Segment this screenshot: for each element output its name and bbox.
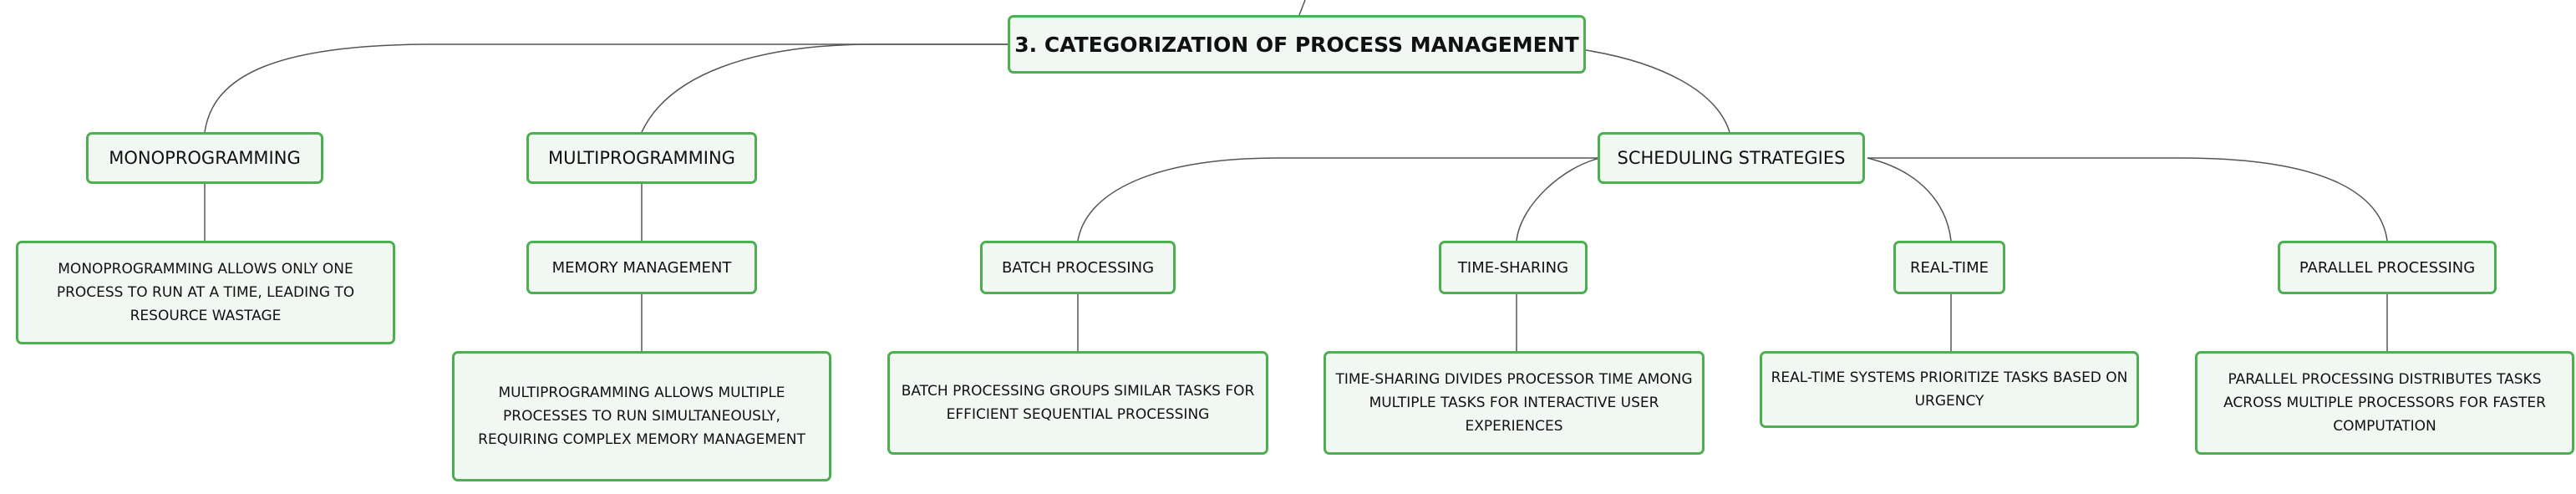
node-multiprogramming[interactable]: MULTIPROGRAMMING [526, 132, 757, 184]
connector-sched-parallel [1867, 157, 2388, 242]
connector-sched-timesharing [1516, 157, 1601, 242]
node-parallel-processing[interactable]: PARALLEL PROCESSING [2278, 241, 2497, 294]
root-node[interactable]: 3. CATEGORIZATION OF PROCESS MANAGEMENT [1008, 15, 1586, 74]
incoming-connector [1298, 0, 1306, 16]
connector-root-scheduling [1585, 49, 1730, 133]
node-monoprogramming-description[interactable]: MONOPROGRAMMING ALLOWS ONLY ONE PROCESS … [16, 241, 395, 344]
connector-root-monoprogramming [204, 43, 1009, 133]
node-multiprogramming-description[interactable]: MULTIPROGRAMMING ALLOWS MULTIPLE PROCESS… [452, 351, 831, 481]
node-scheduling-strategies[interactable]: SCHEDULING STRATEGIES [1598, 132, 1865, 184]
node-batch-processing[interactable]: BATCH PROCESSING [980, 241, 1176, 294]
node-time-sharing[interactable]: TIME-SHARING [1439, 241, 1588, 294]
connector-root-multiprogramming [641, 43, 1009, 133]
node-real-time-description[interactable]: REAL-TIME SYSTEMS PRIORITIZE TASKS BASED… [1760, 351, 2139, 428]
node-parallel-processing-description[interactable]: PARALLEL PROCESSING DISTRIBUTES TASKS AC… [2195, 351, 2574, 455]
node-batch-processing-description[interactable]: BATCH PROCESSING GROUPS SIMILAR TASKS FO… [887, 351, 1268, 455]
node-memory-management[interactable]: MEMORY MANAGEMENT [526, 241, 757, 294]
connector-sched-realtime [1867, 157, 1952, 242]
connector-sched-batch [1077, 157, 1600, 242]
node-monoprogramming[interactable]: MONOPROGRAMMING [86, 132, 323, 184]
node-time-sharing-description[interactable]: TIME-SHARING DIVIDES PROCESSOR TIME AMON… [1324, 351, 1705, 455]
node-real-time[interactable]: REAL-TIME [1893, 241, 2005, 294]
